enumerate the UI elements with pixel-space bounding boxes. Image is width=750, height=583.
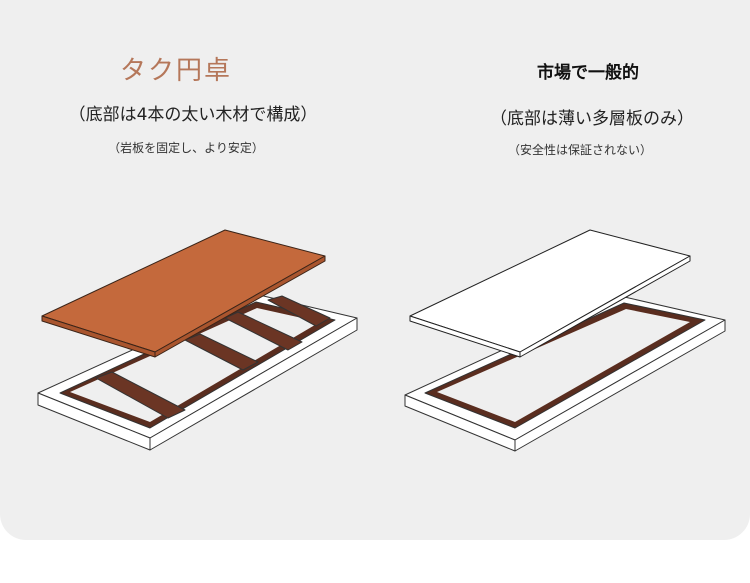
beam: [224, 311, 303, 351]
right-subtitle: （底部は薄い多層板のみ）: [490, 109, 694, 129]
right-plywood-board: [409, 229, 691, 358]
left-title: タク円卓: [119, 56, 233, 86]
beam: [184, 333, 259, 371]
left-subtitle: （底部は4本の太い木材で構成）: [68, 105, 318, 125]
left-note: （岩板を固定し、より安定）: [108, 141, 264, 155]
left-frame: [37, 293, 358, 451]
right-frame: [404, 295, 726, 452]
right-note: （安全性は保証されない）: [507, 143, 653, 157]
beam: [267, 295, 331, 327]
beam: [95, 371, 186, 419]
left-stone-board: [41, 229, 326, 358]
right-title: 市場で一般的: [537, 63, 639, 83]
